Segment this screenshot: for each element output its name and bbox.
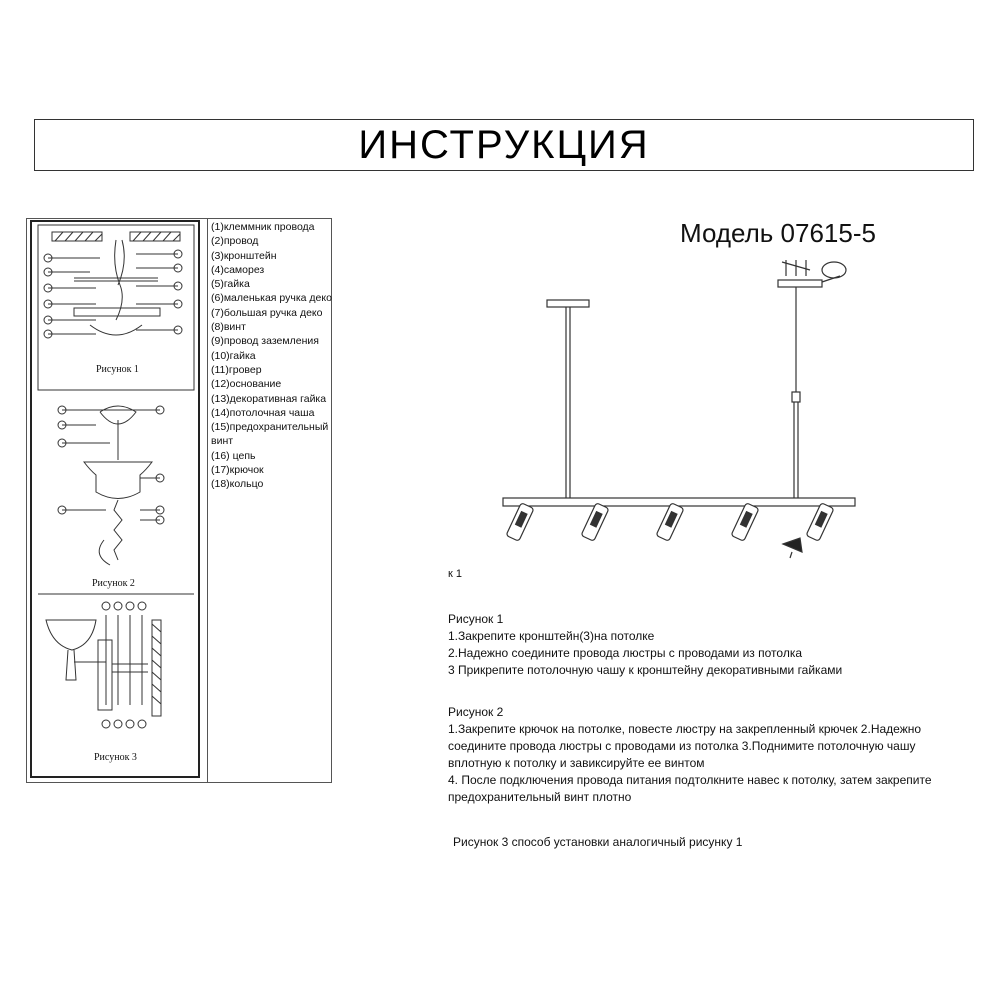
title-frame	[34, 119, 974, 171]
fig2-title: Рисунок 2	[448, 705, 504, 719]
legend-divider	[207, 218, 208, 783]
ceiling-hatch-right	[129, 231, 181, 242]
left-panel	[26, 218, 332, 783]
legend-item: (2)провод	[211, 235, 259, 248]
figure-2-label: Рисунок 2	[92, 578, 135, 589]
legend-item: (10)гайка	[211, 349, 256, 362]
left-canopy	[546, 299, 590, 308]
legend-item: (6)маленькая ручка деко	[211, 292, 332, 305]
cropped-label: к 1	[448, 568, 462, 580]
parts-legend: (1)клеммник провода (2)провод (3)кронште…	[211, 220, 333, 492]
legend-item: (12)основание	[211, 378, 282, 391]
legend-item: (16) цепь	[211, 449, 256, 462]
fig2-paragraph-2: 4. После подключения провода питания под…	[448, 773, 932, 804]
legend-item: (1)клеммник провода	[211, 221, 315, 233]
figure-1-label: Рисунок 1	[96, 364, 139, 375]
instructions-block-2: Рисунок 2 1.Закрепите крючок на потолке,…	[448, 704, 968, 806]
fig1-step-2: 2.Надежно соедините провода люстры с про…	[448, 646, 803, 660]
figure-1-frame	[37, 224, 195, 391]
legend-item: (18)кольцо	[211, 478, 264, 491]
legend-item: (7)большая ручка деко	[211, 306, 323, 319]
instructions-block: Рисунок 1 1.Закрепите кронштейн(3)на пот…	[448, 611, 968, 679]
legend-item: (14)потолочная чаша	[211, 406, 315, 419]
legend-item: (9)провод заземления	[211, 335, 319, 348]
legend-item: (5)гайка	[211, 278, 250, 291]
fig1-step-1: 1.Закрепите кронштейн(3)на потолке	[448, 629, 655, 643]
spotlights	[506, 503, 834, 559]
page-title: ИНСТРУКЦИЯ	[358, 123, 650, 167]
model-label: Модель 07615-5	[680, 218, 876, 248]
legend-item: (11)гровер	[211, 363, 262, 376]
light-bar	[502, 497, 856, 507]
right-canopy	[777, 279, 823, 288]
legend-item: (13)декоративная гайка	[211, 392, 327, 405]
legend-item: (8)винт	[211, 321, 246, 334]
legend-item: (17)крючок	[211, 464, 264, 477]
fig1-step-3: 3 Прикрепите потолочную чашу к кронштейн…	[448, 663, 843, 677]
ceiling-hatch-left	[51, 231, 103, 242]
figures-column	[30, 220, 200, 778]
legend-item: (3)кронштейн	[211, 249, 277, 262]
figure-3-label: Рисунок 3	[94, 752, 137, 763]
fig1-title: Рисунок 1	[448, 612, 504, 626]
legend-item: (15)предохранительный винт	[211, 421, 329, 448]
fig3-note: Рисунок 3 способ установки аналогичный р…	[453, 835, 743, 849]
fig2-paragraph-1: 1.Закрепите крючок на потолке, повесте л…	[448, 722, 922, 770]
legend-item: (4)саморез	[211, 263, 265, 276]
